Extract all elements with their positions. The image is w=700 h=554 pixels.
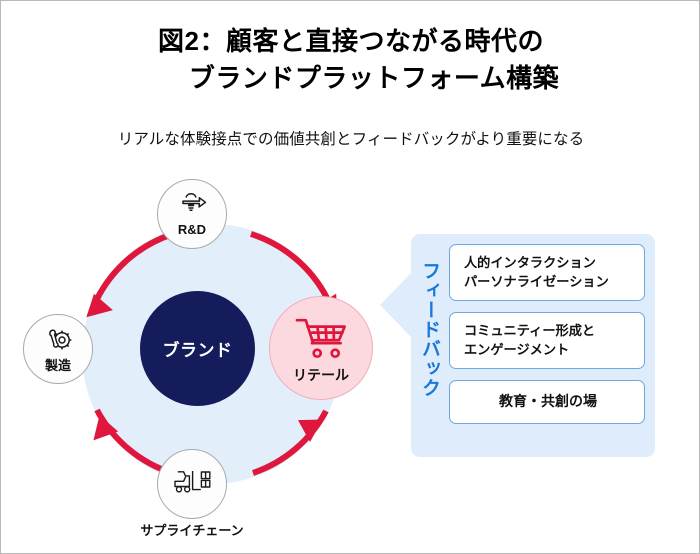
touchpoint-box-1[interactable]: 人的インタラクション パーソナライゼーション <box>449 244 645 301</box>
touchpoint-box-2-line-1: コミュニティー形成と <box>464 322 596 338</box>
brand-center-label: ブランド <box>162 341 233 360</box>
node-supply-chain-label: サプライチェーン <box>140 523 244 538</box>
touchpoint-box-3[interactable]: 教育・共創の場 <box>449 380 645 424</box>
node-mfg[interactable]: 製造 <box>23 314 93 384</box>
node-rd-label: R&D <box>177 222 207 237</box>
feedback-arrow-icon <box>380 272 412 338</box>
forklift-icon <box>172 467 212 502</box>
figure-title-line-1: 図2：顧客と直接つながる時代の <box>158 26 544 56</box>
touchpoint-box-2-line-2: エンゲージメント <box>464 341 570 357</box>
node-supply-chain[interactable]: サプライチェーン <box>140 449 244 537</box>
touchpoint-panel: 人的インタラクション パーソナライゼーション コミュニティー形成と エンゲージメ… <box>411 234 655 457</box>
figure-header: 図2：顧客と直接つながる時代の ブランドプラットフォーム構築 <box>1 23 699 97</box>
touchpoint-box-3-line-1: 教育・共創の場 <box>499 393 597 410</box>
node-mfg-label: 製造 <box>44 357 71 373</box>
node-rd[interactable]: R&D <box>157 179 227 249</box>
node-retail[interactable]: リテール <box>269 296 373 400</box>
shopping-cart-icon <box>294 315 348 366</box>
touchpoint-box-1-line-2: パーソナライゼーション <box>464 273 609 289</box>
gear-wrench-icon <box>42 327 74 359</box>
touchpoint-box-2[interactable]: コミュニティー形成と エンゲージメント <box>449 312 645 369</box>
brand-center-circle: ブランド <box>140 291 255 406</box>
diagram-stage: ブランド R&D <box>1 171 699 553</box>
figure-title-line-2: ブランドプラットフォーム構築 <box>188 62 560 93</box>
node-retail-label: リテール <box>293 366 349 383</box>
lightbulb-arrow-icon <box>177 192 207 223</box>
touchpoint-box-1-line-1: 人的インタラクション <box>464 254 596 270</box>
figure-subtitle: リアルな体験接点での価値共創とフィードバックがより重要になる <box>117 131 585 148</box>
feedback-label: フィードバック <box>419 261 440 398</box>
touchpoint-panel-list: 人的インタラクション パーソナライゼーション コミュニティー形成と エンゲージメ… <box>449 244 645 424</box>
